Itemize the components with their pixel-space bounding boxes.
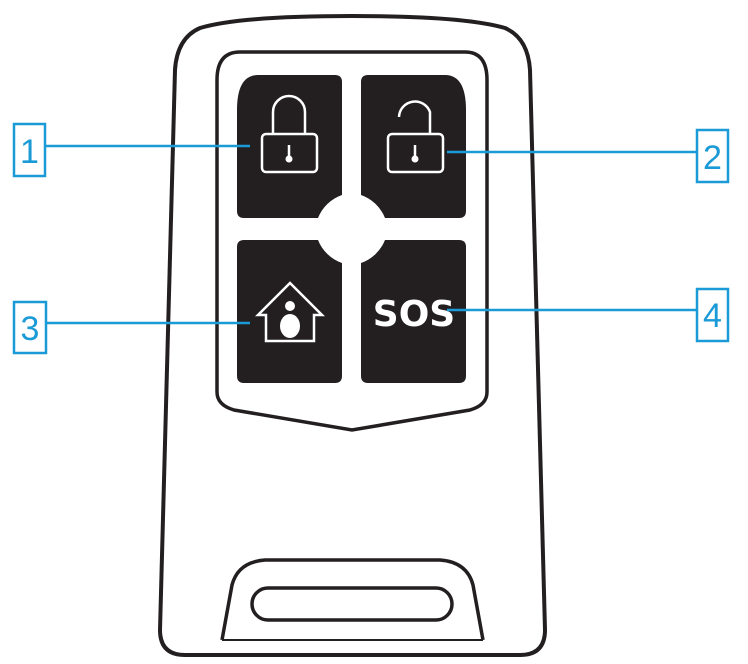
callout-2-label: 2	[703, 139, 722, 177]
callout-1: 1	[12, 122, 250, 178]
lock-open-icon	[386, 100, 445, 174]
callout-4: 4	[447, 287, 730, 343]
home-person-icon	[254, 281, 326, 343]
sos-label: SOS	[373, 294, 455, 335]
sos-button[interactable]	[361, 240, 466, 383]
lock-closed-icon	[260, 94, 319, 174]
callout-3-label: 3	[21, 310, 40, 348]
keyring-loop	[220, 558, 485, 641]
keyring-slot	[250, 586, 454, 622]
home-button[interactable]	[237, 240, 342, 383]
callout-3: 3	[12, 300, 250, 355]
callout-1-label: 1	[20, 133, 39, 171]
callout-4-label: 4	[703, 297, 722, 335]
callout-2: 2	[447, 128, 730, 184]
unlock-button[interactable]	[361, 75, 466, 218]
